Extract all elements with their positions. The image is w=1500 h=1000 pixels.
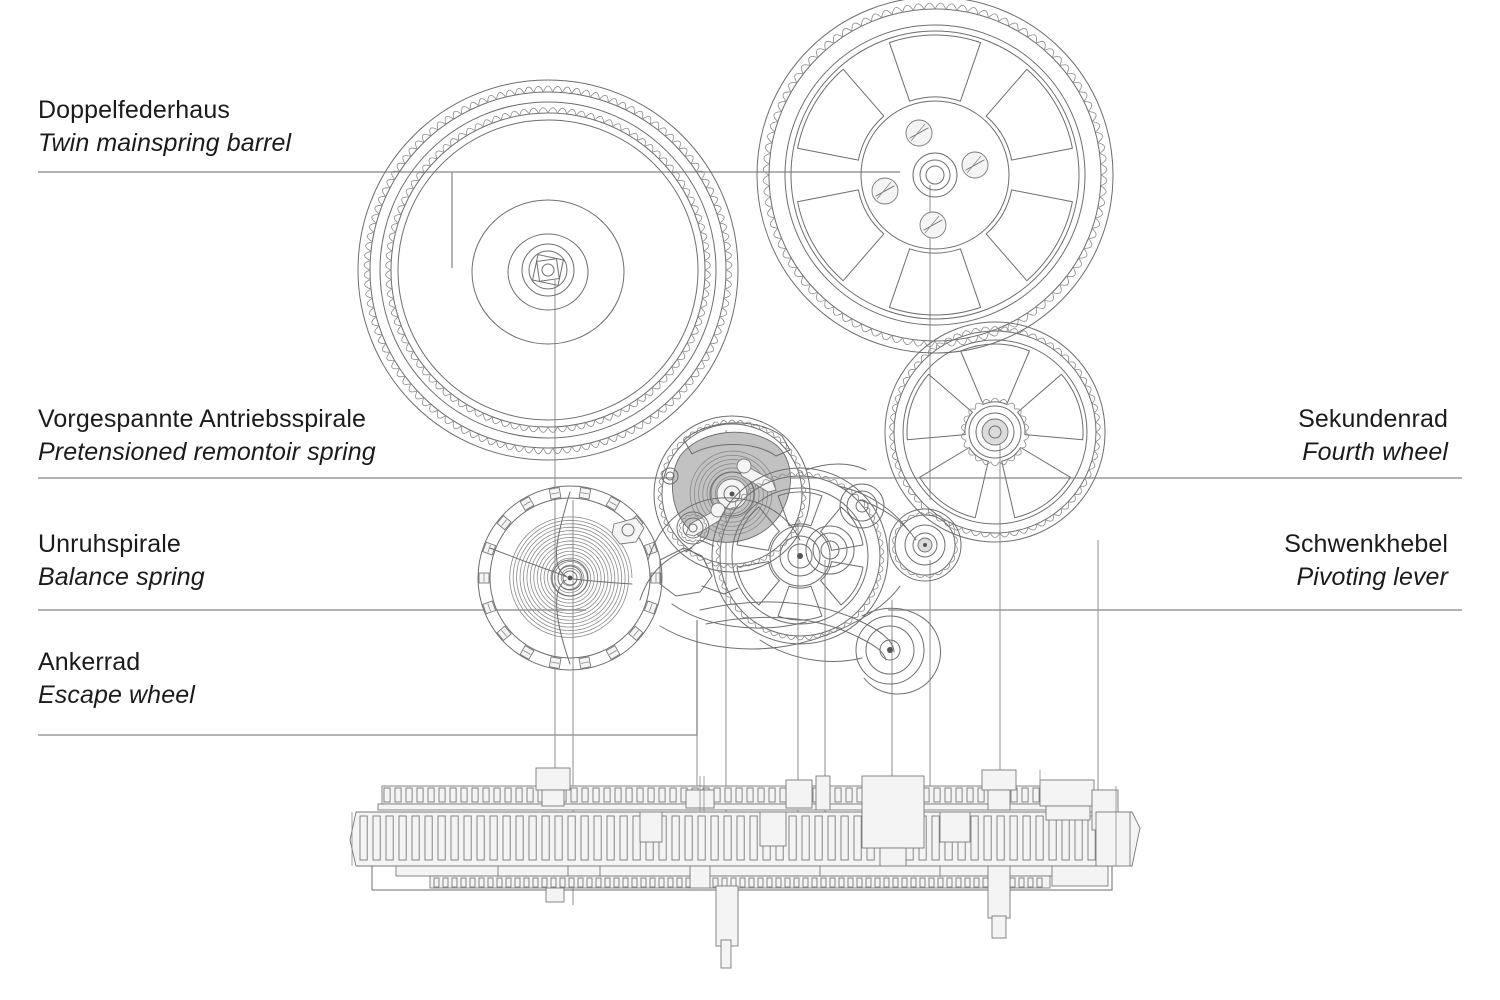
label-en-text: Pretensioned remontoir spring — [38, 438, 376, 466]
label-en-text: Fourth wheel — [1302, 438, 1448, 466]
remontoir-wheel-teeth — [653, 415, 811, 573]
center-wheel-rim — [731, 487, 869, 625]
movement-bridges — [639, 463, 917, 662]
cross-section-view — [349, 767, 1141, 969]
cross-section-detail — [351, 770, 1131, 887]
label-escape-wheel: Ankerrad Escape wheel — [38, 648, 195, 710]
label-pivoting-lever: Schwenkhebel Pivoting lever — [1284, 530, 1448, 592]
regulator-arm — [611, 517, 645, 545]
label-pretensioned-remontoir-spring: Vorgespannte Antriebsspirale Pretensione… — [38, 405, 376, 467]
pivoting-lever — [699, 601, 941, 695]
label-de-text: Vorgespannte Antriebsspirale — [38, 405, 367, 433]
barrel-inner-teeth — [379, 101, 717, 439]
balance-rim-outer — [477, 485, 663, 671]
remontoir-bridge — [683, 422, 791, 457]
balance-spring-spiral — [509, 516, 633, 638]
escape-wheel — [888, 508, 962, 582]
remontoir-arbor — [709, 471, 755, 517]
third-wheel-teeth — [884, 321, 1106, 543]
small-transfer-wheel — [839, 483, 885, 529]
intermediate-pinion — [676, 511, 710, 545]
fourth-wheel-center-screws — [871, 119, 989, 239]
balance-collet — [551, 559, 589, 597]
pivoting-lever-pivot-ring — [855, 615, 925, 685]
leader-escape-wheel — [38, 620, 698, 736]
label-twin-mainspring-barrel: Doppelfederhaus Twin mainspring barrel — [38, 96, 291, 158]
label-de-text: Doppelfederhaus — [38, 96, 230, 124]
barrel-lid-inner — [507, 233, 589, 311]
pivoting-lever-boss — [861, 607, 941, 695]
center-wheel-spokes — [736, 491, 864, 621]
label-de-text: Ankerrad — [38, 648, 141, 676]
label-de-text: Schwenkhebel — [1284, 530, 1448, 558]
fourth-wheel-hub — [912, 152, 958, 198]
mainspring-barrel — [357, 79, 739, 461]
barrel-drum — [397, 119, 699, 421]
balance-wheel — [477, 485, 663, 671]
center-wheel-hub-ring — [769, 525, 831, 587]
barrel-outer-teeth — [357, 79, 739, 461]
label-en-text: Pivoting lever — [1296, 563, 1448, 591]
fourth-wheel-teeth — [756, 0, 1114, 354]
escape-wheel-teeth — [888, 508, 962, 582]
label-en-text: Balance spring — [38, 563, 205, 591]
fourth-wheel-hub-ring — [860, 100, 1010, 250]
label-balance-spring: Unruhspirale Balance spring — [38, 530, 205, 592]
cross-section-arbors — [535, 767, 1017, 969]
barrel-arbor-collar — [521, 243, 575, 297]
center-wheel-pinion — [805, 525, 855, 575]
barrel-lid — [471, 199, 625, 345]
third-wheel — [884, 321, 1106, 543]
label-de-text: Sekundenrad — [1298, 405, 1448, 433]
cross-section-upper-plate — [377, 785, 1087, 811]
label-en-text: Escape wheel — [38, 681, 195, 709]
label-fourth-wheel: Sekundenrad Fourth wheel — [1298, 405, 1448, 467]
balance-rim-screws — [478, 486, 662, 670]
third-wheel-spokes — [906, 343, 1084, 519]
pivoting-lever-arm-lower — [705, 616, 887, 661]
third-wheel-hub — [968, 405, 1022, 459]
fourth-wheel-spokes — [797, 34, 1073, 316]
barrel-arbor-square — [532, 254, 564, 286]
remontoir-jewel — [661, 467, 679, 485]
label-en-text: Twin mainspring barrel — [38, 129, 292, 157]
fourth-wheel-rim — [784, 24, 1086, 326]
fourth-wheel — [756, 0, 1114, 354]
pivoting-lever-arm-upper — [699, 601, 895, 653]
label-de-text: Unruhspirale — [38, 530, 181, 558]
cross-section-main-plate — [349, 811, 1141, 867]
